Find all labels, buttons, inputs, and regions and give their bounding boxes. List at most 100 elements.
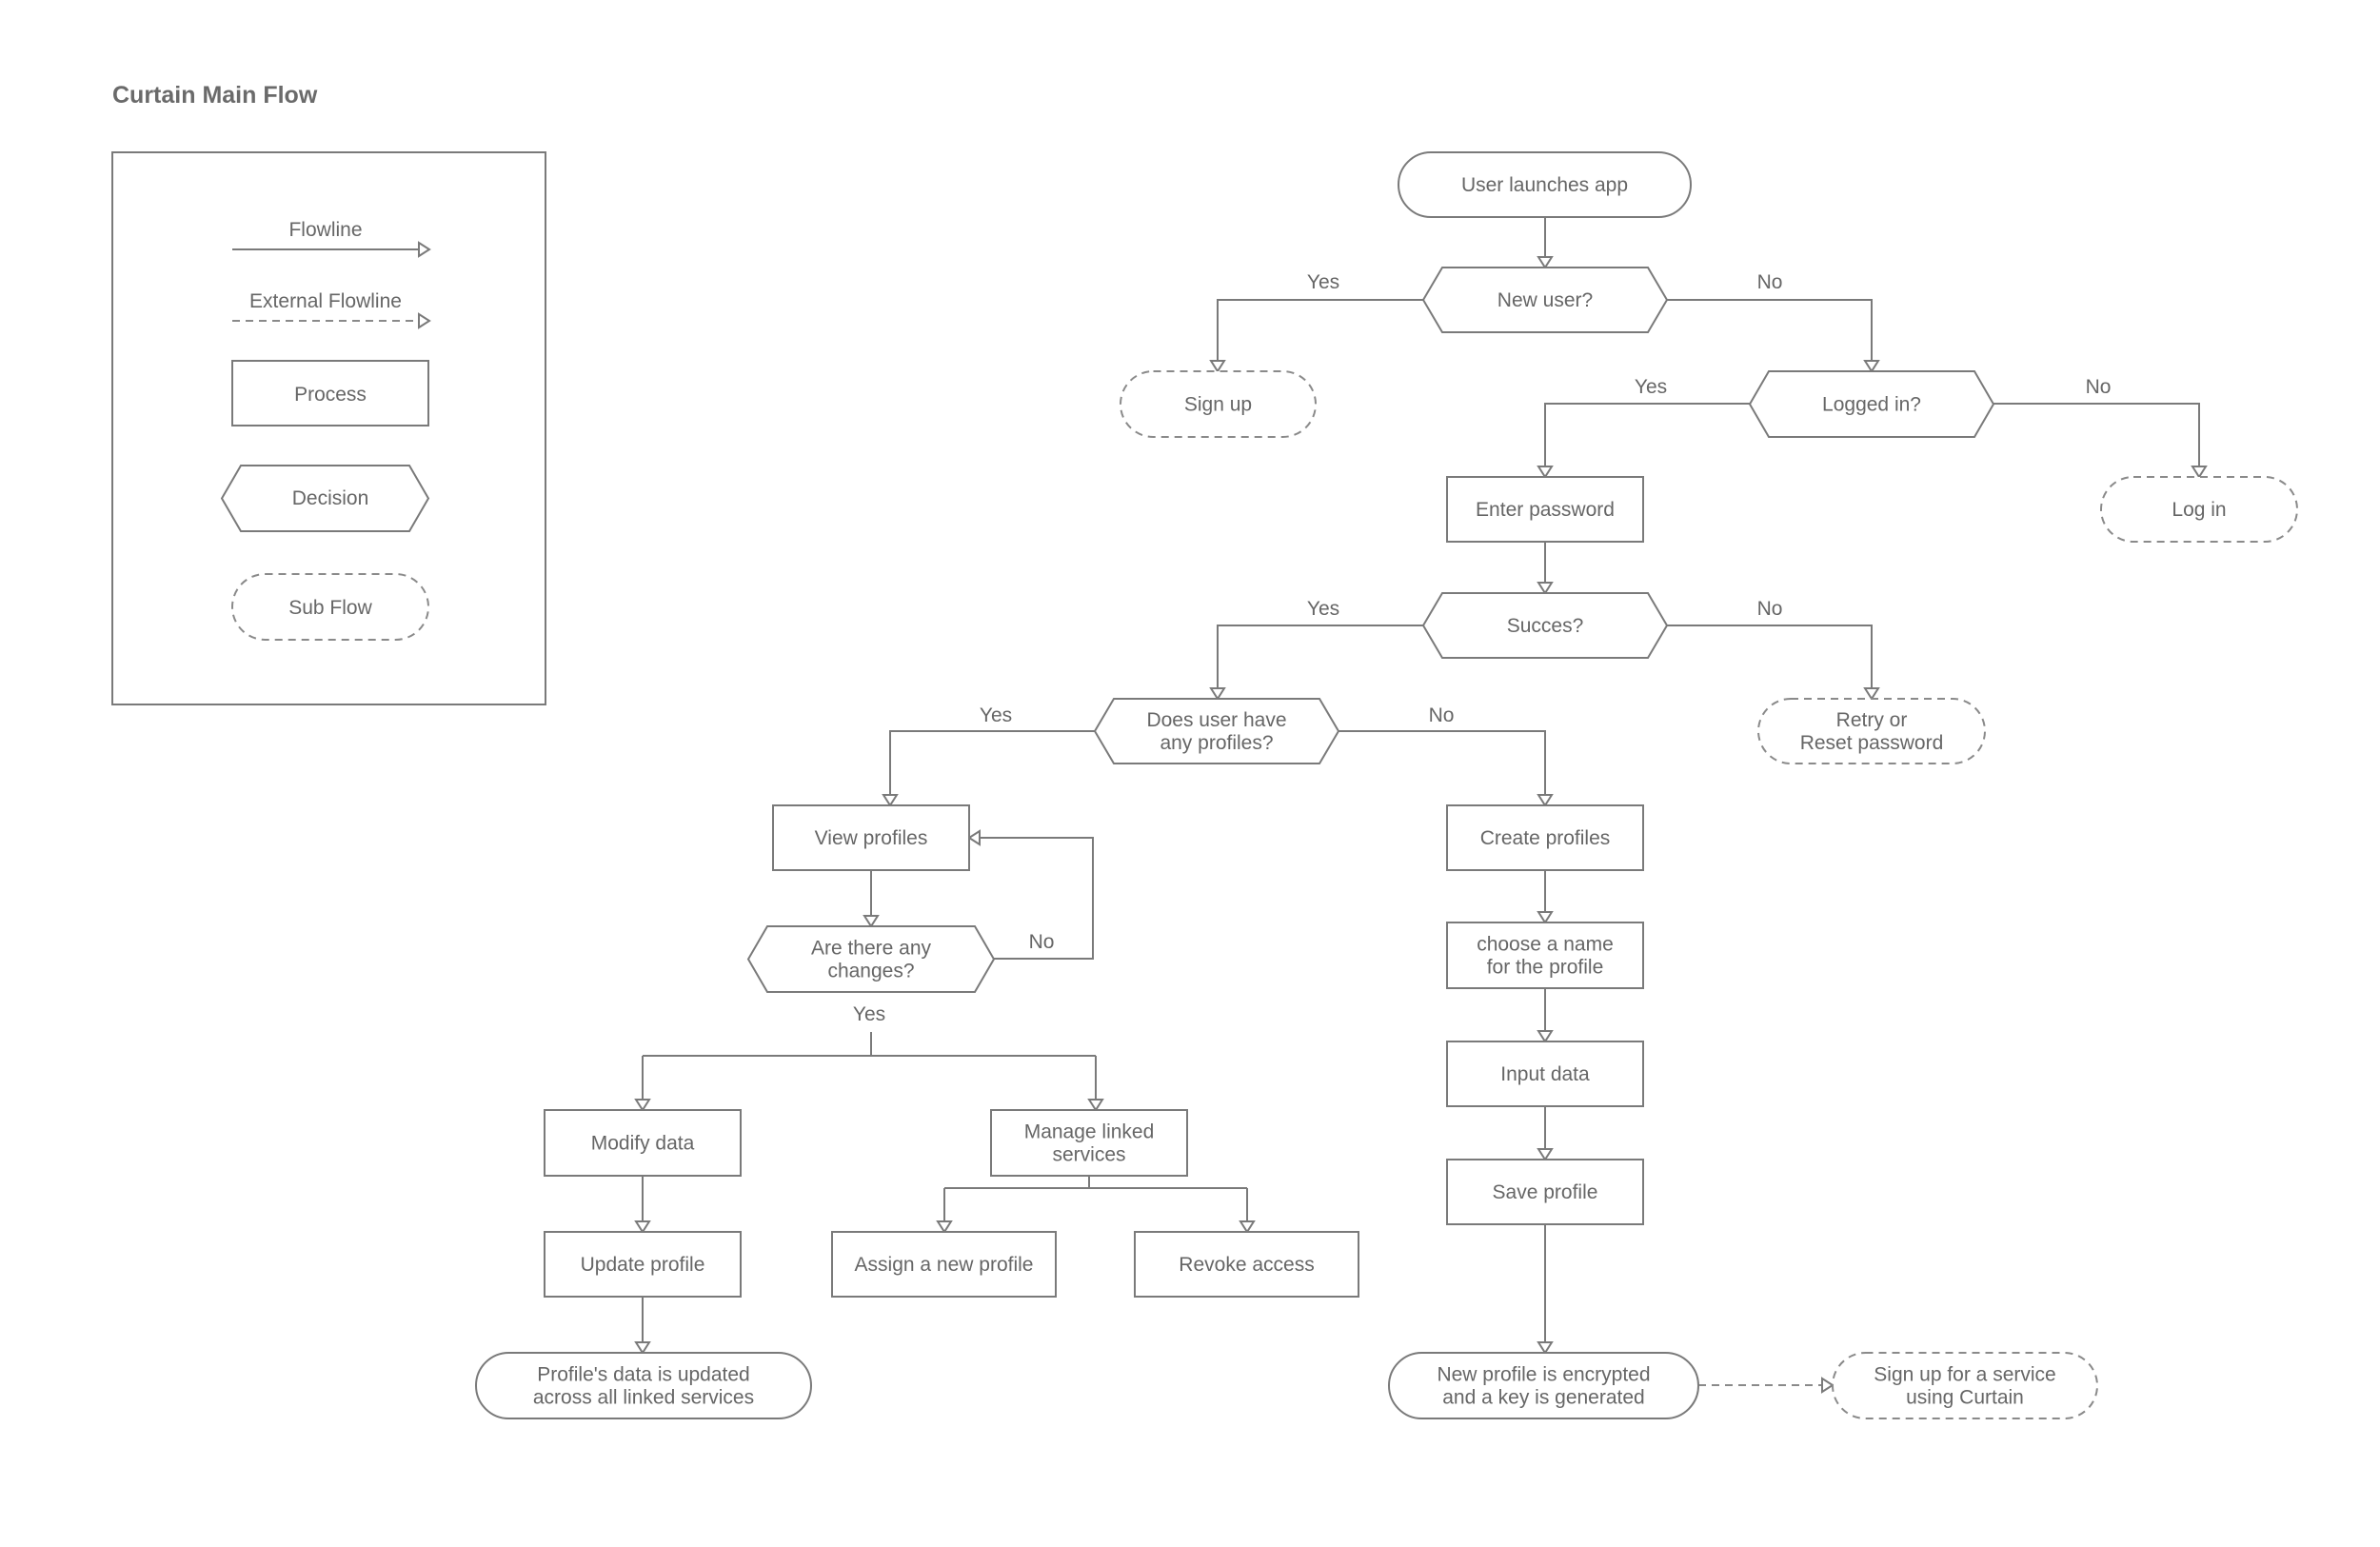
create-profiles-to-choose-name-arrowhead — [1537, 911, 1554, 924]
has-profiles-yes-to-view-profiles-arrowhead — [882, 794, 899, 807]
node-update-profile-label: Update profile — [581, 1254, 705, 1276]
edge-label-logged-in-yes: Yes — [1635, 376, 1667, 398]
node-input-data-label: Input data — [1500, 1063, 1590, 1085]
node-logged-in-shape — [1748, 370, 1995, 438]
legend-subflow-shape — [231, 573, 429, 641]
diagram-title: Curtain Main Flow — [112, 82, 318, 109]
node-revoke-access-shape — [1134, 1231, 1359, 1298]
node-save-profile-label: Save profile — [1493, 1181, 1598, 1203]
node-retry-label: Retry or — [1836, 709, 1908, 731]
logged-in-yes-to-enter-password-edge — [1544, 403, 1750, 477]
legend-sub-flow-label: Sub Flow — [288, 597, 372, 619]
node-choose-name-label: for the profile — [1487, 957, 1604, 979]
node-profile-encrypted-shape — [1388, 1352, 1699, 1419]
node-manage-linked-label: services — [1052, 1144, 1125, 1166]
node-assign-profile-shape — [831, 1231, 1057, 1298]
node-new-user-shape — [1421, 267, 1669, 333]
node-view-profiles-shape — [772, 804, 970, 871]
node-update-profile-shape — [544, 1231, 742, 1298]
new-user-no-to-logged-in-arrowhead — [1863, 360, 1880, 373]
node-retry-shape — [1757, 698, 1986, 764]
node-sign-up-label: Sign up — [1184, 394, 1252, 416]
node-service-signup-label: Sign up for a service — [1874, 1364, 2055, 1386]
save-profile-to-profile-encrypted-arrowhead — [1537, 1341, 1554, 1355]
branch-down-to-manage-linked-arrowhead — [1087, 1099, 1104, 1112]
success-no-to-retry-edge — [1667, 625, 1873, 699]
node-view-profiles-label: View profiles — [815, 827, 928, 849]
node-profile-encrypted-label: New profile is encrypted — [1437, 1364, 1650, 1386]
node-success-shape — [1421, 592, 1669, 659]
new-user-yes-to-sign-up-edge — [1217, 299, 1423, 371]
edge-label-new-user-no: No — [1757, 271, 1783, 293]
flow-edges — [634, 217, 2208, 1394]
new-user-yes-to-sign-up-arrowhead — [1209, 360, 1226, 373]
node-create-profiles-label: Create profiles — [1480, 827, 1611, 849]
logged-in-no-to-log-in-edge — [1993, 403, 2200, 477]
choose-name-to-input-data-arrowhead — [1537, 1030, 1554, 1043]
node-enter-password-label: Enter password — [1476, 499, 1615, 521]
view-profiles-to-any-changes-arrowhead — [863, 915, 880, 928]
has-profiles-no-to-create-profiles-arrowhead — [1537, 794, 1554, 807]
edge-label-changes-yes: Yes — [853, 1003, 885, 1025]
node-service-signup-label: using Curtain — [1906, 1387, 2024, 1409]
edge-label-changes-no: No — [1029, 931, 1055, 953]
logged-in-yes-to-enter-password-arrowhead — [1537, 466, 1554, 479]
node-choose-name-label: choose a name — [1477, 934, 1614, 956]
node-manage-linked-shape — [990, 1109, 1188, 1177]
edge-label-new-user-yes: Yes — [1307, 271, 1339, 293]
legend-decision-label: Decision — [292, 487, 369, 509]
node-launch-label: User launches app — [1461, 174, 1628, 196]
update-profile-to-profile-updated-arrowhead — [634, 1341, 651, 1355]
has-profiles-yes-to-view-profiles-edge — [889, 730, 1095, 805]
node-assign-profile-label: Assign a new profile — [855, 1254, 1034, 1276]
node-modify-data-shape — [544, 1109, 742, 1177]
node-revoke-access-label: Revoke access — [1179, 1254, 1314, 1276]
node-launch-shape — [1398, 151, 1692, 218]
edge-label-profiles-no: No — [1429, 704, 1455, 726]
legend-external-flowline-arrowhead — [418, 312, 431, 329]
success-yes-to-has-profiles-arrowhead — [1209, 687, 1226, 701]
node-enter-password-shape — [1446, 476, 1644, 543]
node-profile-updated-label: across all linked services — [533, 1387, 754, 1409]
input-data-to-save-profile-arrowhead — [1537, 1148, 1554, 1161]
node-profile-encrypted-label: and a key is generated — [1442, 1387, 1644, 1409]
node-has-profiles-label: any profiles? — [1160, 732, 1273, 754]
edge-label-profiles-yes: Yes — [980, 704, 1012, 726]
node-has-profiles-label: Does user have — [1146, 709, 1286, 731]
node-success-label: Succes? — [1507, 615, 1584, 637]
node-choose-name-shape — [1446, 922, 1644, 989]
node-profile-updated-label: Profile's data is updated — [537, 1364, 749, 1386]
success-no-to-retry-arrowhead — [1863, 687, 1880, 701]
edge-label-success-yes: Yes — [1307, 598, 1339, 620]
legend-flowline-arrowhead — [418, 241, 431, 258]
node-any-changes-label: Are there any — [811, 938, 932, 960]
node-create-profiles-shape — [1446, 804, 1644, 871]
profile-encrypted-to-service-signup-arrowhead — [1821, 1377, 1835, 1394]
node-manage-linked-label: Manage linked — [1024, 1121, 1155, 1143]
legend-process-label: Process — [294, 384, 367, 406]
node-any-changes-shape — [746, 925, 996, 993]
legend-decision-shape — [220, 465, 430, 532]
edge-label-logged-in-no: No — [2086, 376, 2112, 398]
any-changes-no-to-view-profiles-arrowhead — [967, 829, 981, 846]
node-log-in-shape — [2100, 476, 2298, 543]
legend-box — [111, 151, 546, 705]
legend-flowline-label: Flowline — [288, 219, 362, 241]
node-any-changes-label: changes? — [827, 961, 914, 982]
branch-down-to-modify-data-arrowhead — [634, 1099, 651, 1112]
new-user-no-to-logged-in-edge — [1667, 299, 1873, 371]
has-profiles-no-to-create-profiles-edge — [1339, 730, 1546, 805]
node-has-profiles-shape — [1093, 698, 1340, 764]
node-sign-up-shape — [1120, 370, 1317, 438]
success-yes-to-has-profiles-edge — [1217, 625, 1423, 699]
launch-to-new-user-arrowhead — [1537, 256, 1554, 269]
legend-process-shape — [231, 360, 429, 426]
enter-password-to-success-arrowhead — [1537, 582, 1554, 595]
logged-in-no-to-log-in-arrowhead — [2191, 466, 2208, 479]
node-logged-in-label: Logged in? — [1822, 394, 1921, 416]
manage-linked-to-assign-profile-arrowhead — [936, 1220, 953, 1234]
node-service-signup-shape — [1832, 1352, 2098, 1419]
